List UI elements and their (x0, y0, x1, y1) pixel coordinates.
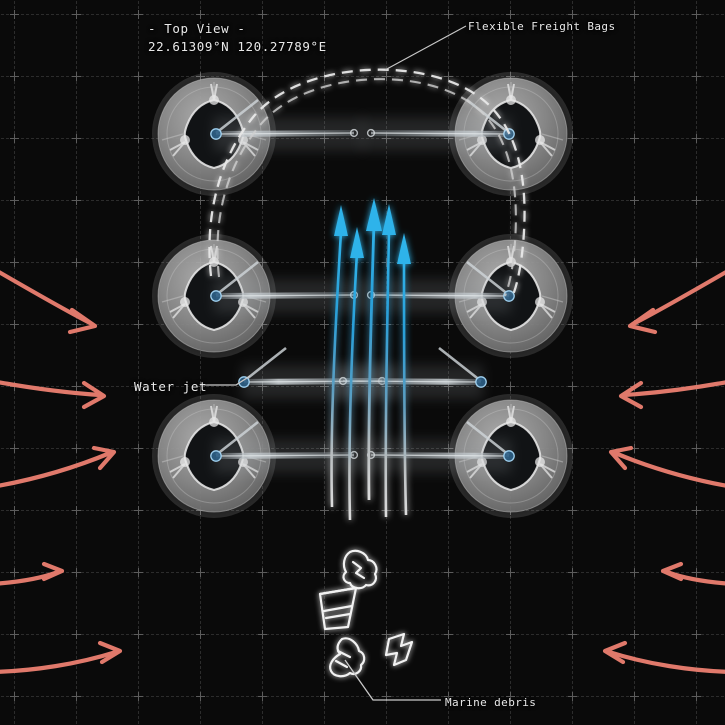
thruster-mid-right[interactable] (361, 232, 575, 360)
debris-wrapper (384, 632, 414, 667)
freight-bag-boom (208, 68, 526, 299)
thruster-bottom-right[interactable] (361, 392, 575, 520)
thruster-array (150, 70, 575, 520)
nozzle-arm-standalone-right[interactable] (333, 348, 486, 399)
leader-line-marine-debris (344, 659, 441, 701)
label-marine-debris: Marine debris (445, 696, 537, 709)
debris-cup (318, 586, 358, 631)
marine-debris-icons (318, 549, 414, 678)
label-flexible-freight-bags: Flexible Freight Bags (468, 20, 616, 33)
leader-line-freight-bags (384, 25, 467, 71)
current-arrow-left-5 (0, 640, 123, 674)
page-title: - Top View - (148, 21, 246, 36)
current-arrows-right (602, 270, 725, 674)
coordinates-readout: 22.61309°N 120.27789°E (148, 39, 327, 54)
current-arrow-right-3 (608, 445, 725, 488)
debris-crumpled-paper (342, 549, 378, 590)
current-arrow-left-1 (0, 270, 98, 335)
current-arrow-right-1 (627, 270, 725, 335)
water-jet-streams (330, 198, 411, 521)
debris-bottle (329, 637, 366, 678)
thruster-top-left[interactable] (150, 70, 364, 198)
current-arrow-right-4 (660, 561, 725, 586)
current-arrow-left-2 (0, 380, 107, 410)
current-arrow-left-4 (0, 561, 65, 586)
current-arrow-right-5 (602, 640, 725, 674)
current-arrow-right-2 (618, 380, 725, 410)
thruster-top-right[interactable] (361, 70, 575, 198)
thruster-mid-left[interactable] (150, 232, 364, 360)
current-arrow-left-3 (0, 445, 117, 488)
label-water-jet: Water jet (134, 379, 208, 394)
current-arrows-left (0, 270, 123, 674)
leader-line-water-jet (200, 375, 251, 386)
